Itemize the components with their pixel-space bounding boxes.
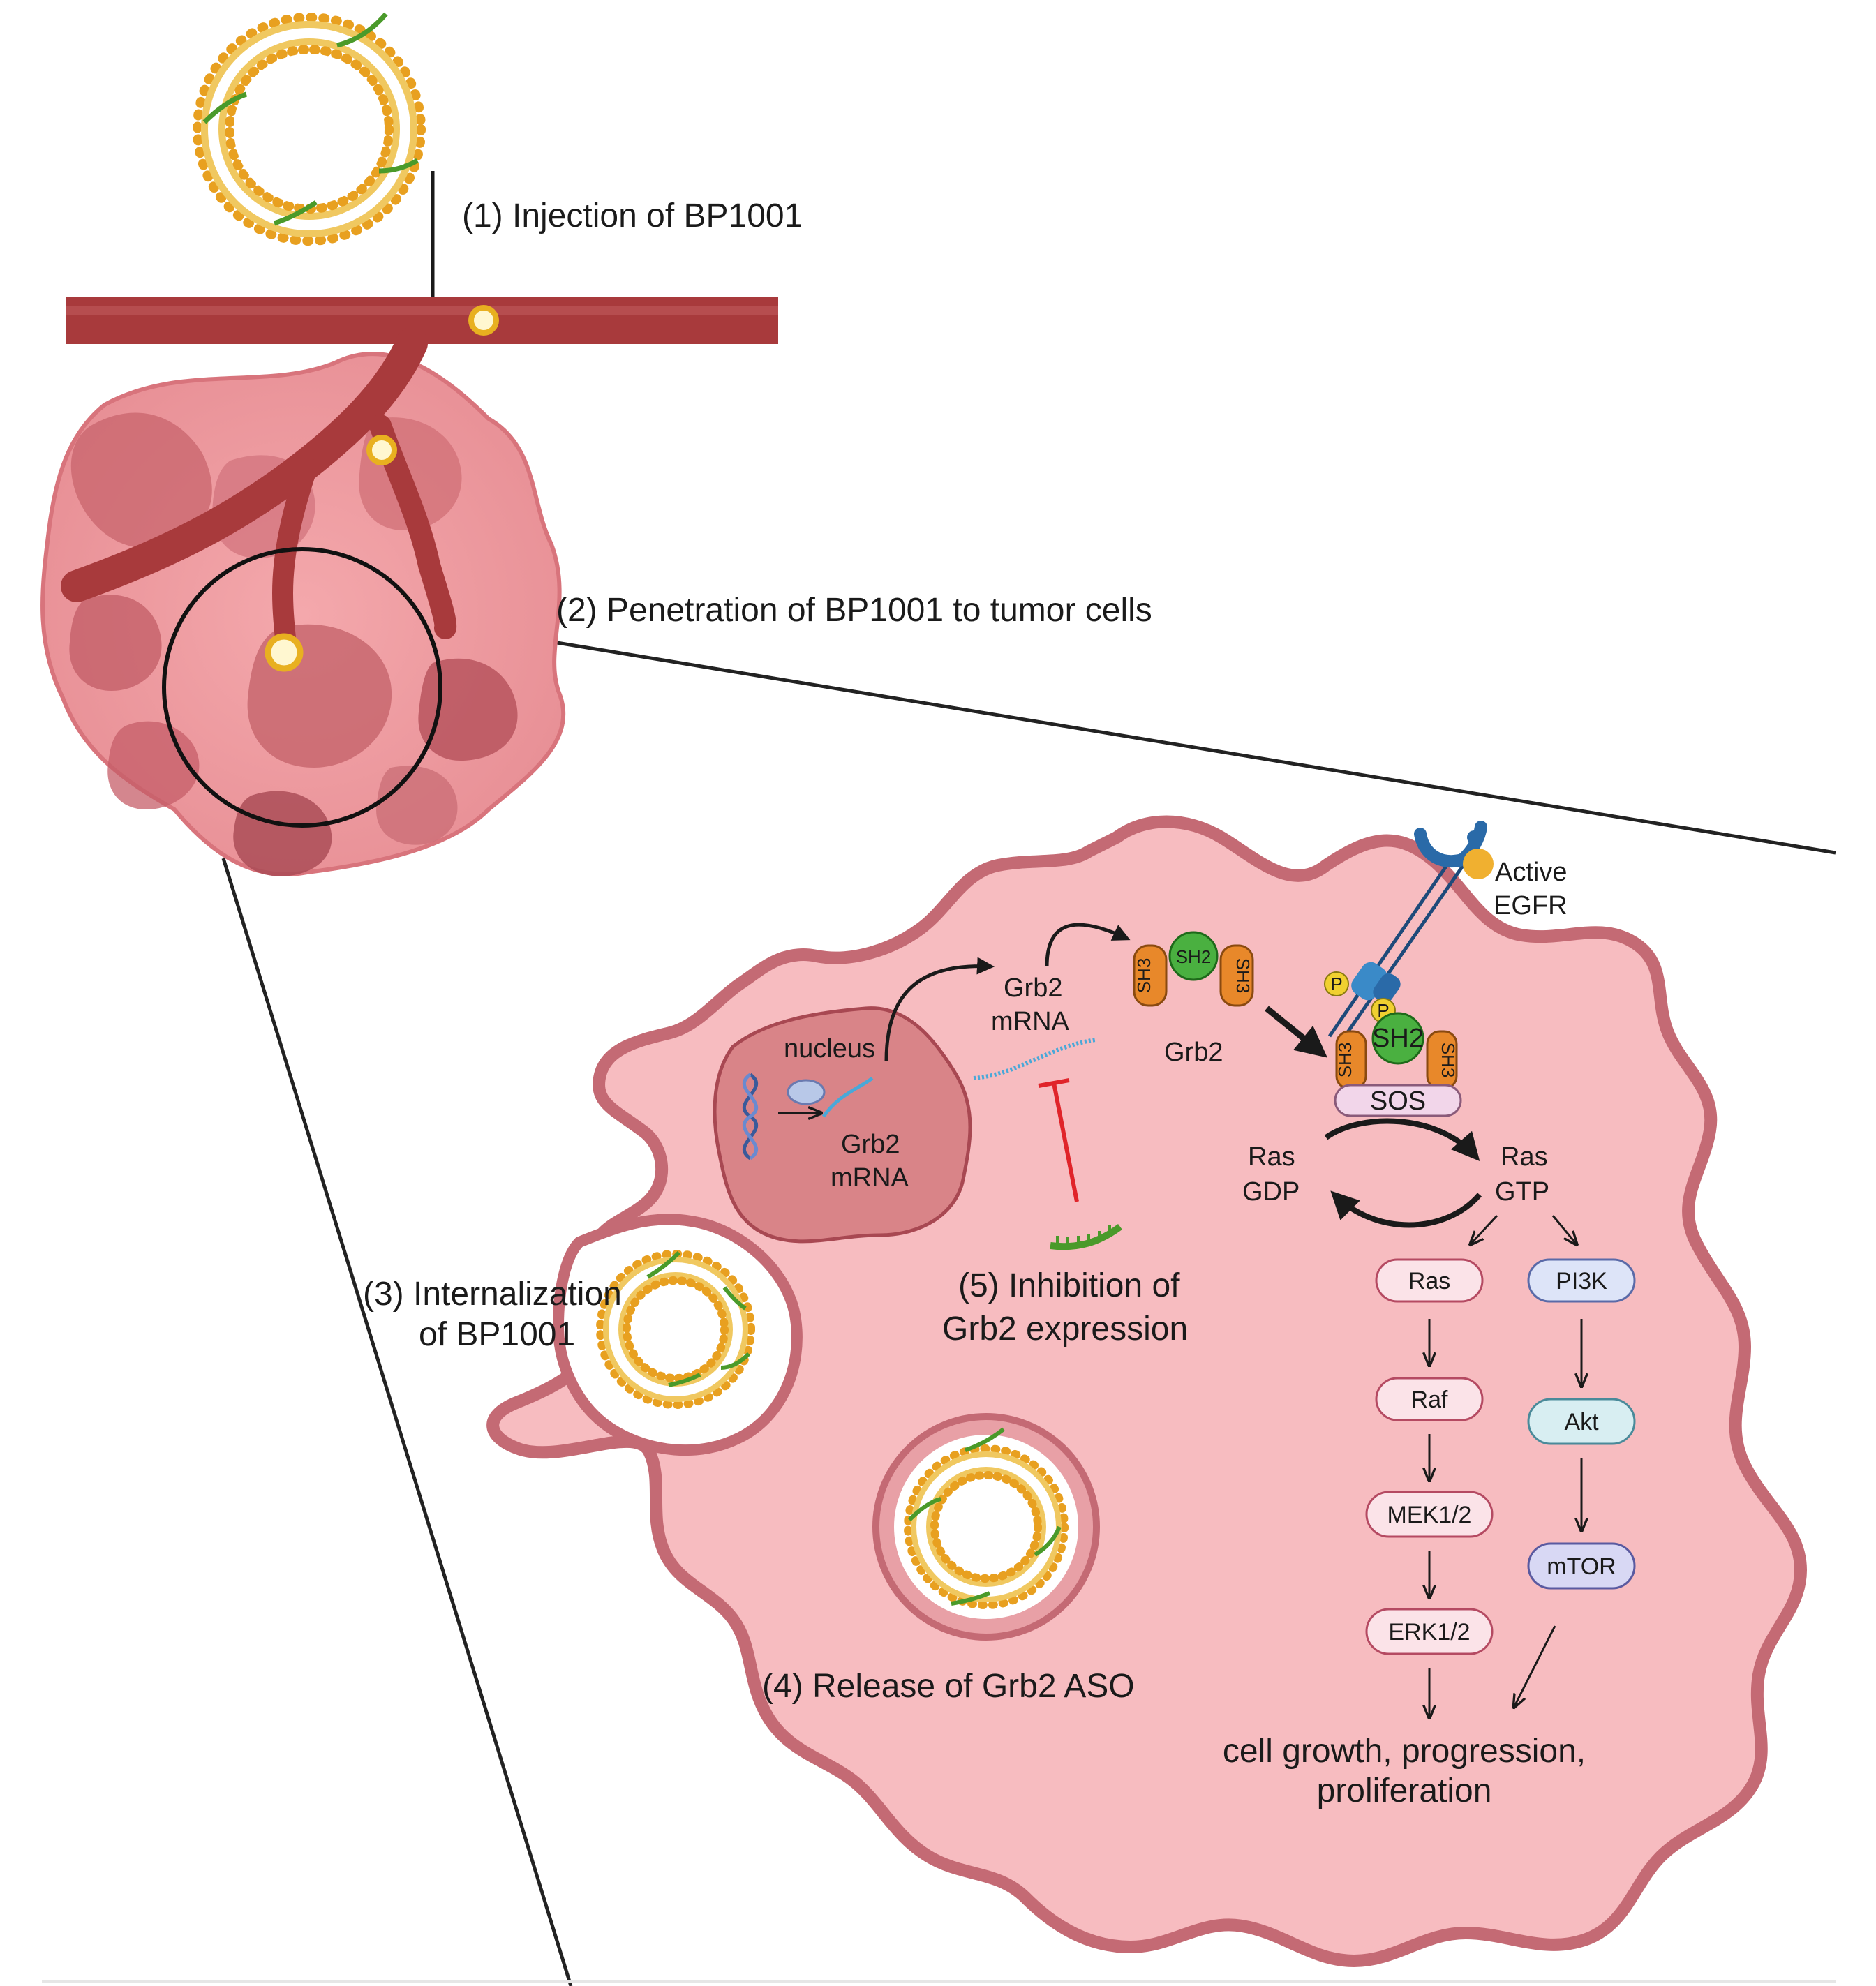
aso-strand [202, 91, 248, 124]
svg-text:MEK1/2: MEK1/2 [1387, 1502, 1472, 1528]
svg-text:SH3: SH3 [1334, 1043, 1355, 1078]
tumor-cell-cluster [40, 352, 566, 876]
nucleus [713, 1006, 972, 1244]
inhibition-line [1052, 1082, 1079, 1202]
mapk-pathway: Ras Raf MEK1/2 ERK1/2 [1365, 1258, 1494, 1717]
svg-text:Akt: Akt [1564, 1409, 1599, 1435]
mrna-export-arrow [884, 957, 995, 1061]
phosphate-icon: P [1324, 971, 1349, 996]
pathway-node-akt: Akt [1527, 1398, 1636, 1445]
rna-polymerase-icon [787, 1079, 826, 1105]
step-2-label: (2) Penetration of BP1001 to tumor cells [556, 592, 1152, 629]
svg-text:Raf: Raf [1411, 1387, 1448, 1413]
egfr-receptor [1327, 821, 1487, 1045]
grb2-aso-strand [1050, 1223, 1122, 1250]
step-1-label: (1) Injection of BP1001 [462, 197, 803, 234]
svg-text:SH3: SH3 [1438, 1043, 1459, 1078]
grb2-protein: SH3 SH2 SH3 [1133, 931, 1254, 1007]
nuclear-mrna-label-line1: Grb2 [841, 1130, 900, 1159]
svg-text:SOS: SOS [1370, 1087, 1426, 1116]
pi3k-pathway: PI3K Akt mTOR [1514, 1258, 1636, 1706]
ras-inactivation-arrow [1330, 1190, 1482, 1228]
grb2-sos-complex: SH3 SH2 SH3 SOS [1334, 1012, 1462, 1117]
ras-gtp-line2: GTP [1495, 1177, 1549, 1207]
outcome-line1: cell growth, progression, [1223, 1733, 1586, 1770]
svg-text:SH3: SH3 [1233, 958, 1253, 994]
inhibition-bar [1038, 1078, 1070, 1088]
egfr-label-line1: Active [1495, 858, 1567, 887]
mrna-strand-nuclear [821, 1076, 874, 1118]
liposome-in-vessel [366, 435, 397, 465]
cytoplasm-mrna-label-line2: mRNA [991, 1007, 1070, 1036]
outcome-line2: proliferation [1317, 1772, 1492, 1809]
aso-strand [273, 200, 318, 226]
bp1001-liposome-top [193, 12, 426, 246]
dna-icon [743, 1073, 758, 1160]
nucleus-label: nucleus [784, 1034, 875, 1063]
liposome-in-vessel [468, 305, 499, 336]
svg-text:SH2: SH2 [1176, 946, 1212, 967]
nuclear-mrna-label-line2: mRNA [831, 1163, 909, 1193]
aso-strand [378, 158, 419, 174]
pathway-node-erk: ERK1/2 [1365, 1608, 1494, 1655]
cytoplasm-mrna-label-line1: Grb2 [1004, 973, 1062, 1003]
zoom-circle [162, 547, 442, 828]
blood-vessel [61, 297, 778, 672]
grb2-label: Grb2 [1164, 1038, 1223, 1067]
pathway-node-mtor: mTOR [1527, 1542, 1636, 1590]
gtp-to-pi3k-arrow [1551, 1215, 1576, 1244]
svg-text:P: P [1330, 973, 1342, 994]
step-5-label-line1: (5) Inhibition of [958, 1267, 1180, 1304]
egf-ligand [1463, 849, 1494, 879]
step-3-label-line1: (3) Internalization [363, 1276, 622, 1313]
ras-gdp-line2: GDP [1242, 1177, 1300, 1207]
translation-arrow [1045, 923, 1131, 967]
zoom-lines [221, 622, 1836, 1986]
svg-text:SH2: SH2 [1372, 1024, 1424, 1053]
step-4-label: (4) Release of Grb2 ASO [762, 1668, 1135, 1705]
svg-text:SH3: SH3 [1133, 958, 1154, 994]
pathway-node-mek: MEK1/2 [1365, 1491, 1494, 1538]
step-5-label-line2: Grb2 expression [942, 1311, 1188, 1347]
svg-text:PI3K: PI3K [1556, 1268, 1607, 1294]
grb2-recruitment-arrow [1265, 1006, 1327, 1058]
svg-text:mTOR: mTOR [1547, 1553, 1616, 1580]
pathway-node-pi3k: PI3K [1527, 1258, 1636, 1303]
step-3-label-line2: of BP1001 [419, 1316, 575, 1353]
aso-strand [336, 12, 388, 48]
svg-text:ERK1/2: ERK1/2 [1388, 1619, 1470, 1645]
liposome-in-vessel [265, 633, 304, 672]
gtp-to-ras-arrow [1471, 1214, 1498, 1244]
internalization-pocket [552, 1214, 803, 1456]
ras-activation-arrow [1324, 1118, 1480, 1162]
svg-text:Ras: Ras [1408, 1268, 1450, 1294]
pathway-node-raf: Raf [1375, 1377, 1484, 1421]
bp1001-liposome-endosome [904, 1427, 1069, 1609]
ras-gtp-line1: Ras [1501, 1142, 1548, 1172]
endosome [872, 1413, 1100, 1641]
egfr-label-line2: EGFR [1494, 891, 1568, 920]
bp1001-liposome-internalizing [596, 1250, 755, 1409]
pathway-node-ras: Ras [1375, 1258, 1484, 1303]
ras-gdp-line1: Ras [1248, 1142, 1295, 1172]
